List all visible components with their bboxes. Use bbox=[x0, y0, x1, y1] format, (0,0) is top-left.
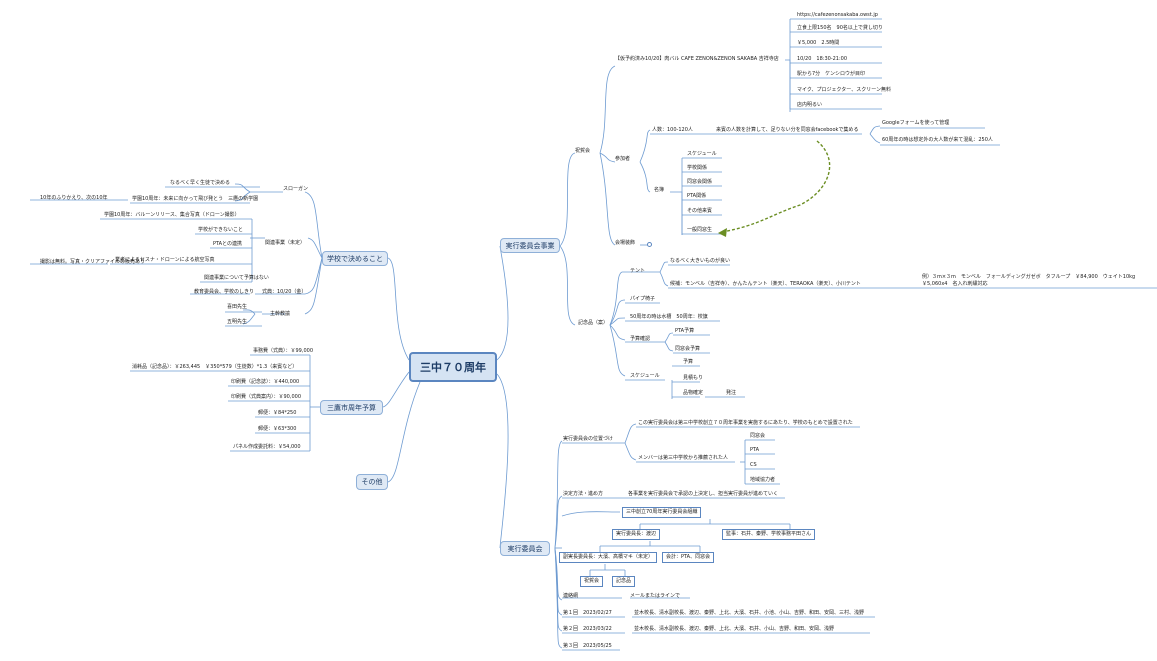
kinenhin-label[interactable]: 記念品（案） bbox=[578, 320, 609, 326]
venue-detail: 店内明るい bbox=[797, 102, 823, 108]
sankasha-label[interactable]: 参加者 bbox=[615, 156, 631, 162]
kanren-item: 関連事業について予算はない bbox=[204, 275, 269, 281]
shusai-item: 喜田先生 bbox=[227, 304, 248, 310]
yosan-item: PTA予算 bbox=[675, 328, 695, 334]
org-account[interactable]: 会計：PTA、同窓会 bbox=[662, 552, 715, 563]
budget-item: 郵便：￥84*250 bbox=[258, 410, 297, 416]
history-label[interactable]: 50周年の時は水槽 50周年：校旗 bbox=[630, 314, 708, 320]
org-vice[interactable]: 副実長委員長：大濱、高橋マキ（未定） bbox=[559, 552, 658, 563]
schedule-item: 品物確定 bbox=[683, 390, 704, 396]
member-item: 地域協力者 bbox=[750, 477, 776, 483]
kanren-sub: 撮影は無料。写真・クリアファイルの販売あり bbox=[40, 259, 146, 265]
shusai-label[interactable]: 主幹教諭 bbox=[270, 311, 291, 317]
ninzu-label[interactable]: 人数：100-120人 bbox=[652, 127, 693, 133]
kettei-label[interactable]: 決定方法・進め方 bbox=[563, 491, 604, 497]
shukugakai-label[interactable]: 祝賀会 bbox=[575, 148, 591, 154]
meeting-attendees: 並木校長、清水副校長、渡辺、秦野、上北、大濱、石井、小山、吉野、和田、安岡、浅野 bbox=[634, 626, 835, 632]
schedule-label[interactable]: スケジュール bbox=[630, 373, 660, 379]
meeting-label[interactable]: 第３回 2023/05/25 bbox=[563, 643, 612, 649]
ninzu-sub: 60周年の時は想定外の大人数が来て混乱：250人 bbox=[882, 137, 993, 143]
branch-jikkou-iinkai[interactable]: 実行委員会 bbox=[500, 541, 550, 556]
kanren-item: 業者によるセスナ・ドローンによる航空写真 bbox=[115, 257, 215, 263]
expand-icon[interactable] bbox=[647, 242, 652, 247]
yosan-item: 同窓会予算 bbox=[675, 346, 701, 352]
budget-item: 印刷費（式典案内）：￥90,000 bbox=[231, 394, 301, 400]
shusai-item: 五明先生 bbox=[227, 319, 248, 325]
branch-jikkou-jigyou[interactable]: 実行委員会事業 bbox=[500, 238, 560, 253]
kanren-item: 学校ができないこと bbox=[198, 227, 244, 233]
meibo-item: PTA関係 bbox=[687, 193, 707, 199]
shiki-note: 教育委員会、学校のしきり bbox=[194, 289, 255, 295]
hacchu-label: 発注 bbox=[726, 390, 737, 396]
venue-detail: 10/20 18:30-21:00 bbox=[797, 56, 848, 62]
venue-detail: 駅から7分 ケンシロウが目印 bbox=[797, 71, 866, 77]
org-chair[interactable]: 実行委員長：渡辺 bbox=[612, 529, 661, 540]
venue-detail: ￥5,000 2.5時間 bbox=[797, 40, 840, 46]
shiki-label[interactable]: 式典：10/20（金） bbox=[262, 289, 307, 295]
meeting-attendees: 並木校長、清水副校長、渡辺、秦野、上北、大濱、石井、小池、小山、吉野、和田、安岡… bbox=[634, 610, 865, 616]
meibo-item: 学校関係 bbox=[687, 165, 708, 171]
slogan-label[interactable]: スローガン bbox=[283, 186, 309, 192]
tent-detail: 例）３m×３m モンベル フォールディングガゼボ タフループ ￥84,900 ウ… bbox=[922, 274, 1141, 287]
budget-item: 事務費（式典）：￥99,000 bbox=[253, 348, 313, 354]
meibo-item: 一般同窓生 bbox=[687, 227, 713, 233]
meibo-label[interactable]: 名簿 bbox=[654, 187, 665, 193]
budget-item: 消耗品（記念品）：￥263,445 ￥350*579（生徒数）*1.3（来賓など… bbox=[132, 364, 298, 370]
renraku-note: メールまたはラインで bbox=[630, 593, 681, 599]
root-topic[interactable]: 三中７０周年 bbox=[409, 352, 497, 382]
ninzu-note: 来賓の人数を計算して、足りない分を同窓会facebookで集める bbox=[716, 127, 859, 133]
meeting-label[interactable]: 第２回 2023/03/22 bbox=[563, 626, 612, 632]
member-item: CS bbox=[750, 462, 757, 468]
slogan-item: 学園10周年：未来に向かって飛び発とう 三鷹の新学園 bbox=[132, 196, 259, 202]
org-audit[interactable]: 監事：石井、秦野、学校事務平田さん bbox=[722, 529, 816, 540]
tent-note: なるべく大きいものが良い bbox=[670, 258, 731, 264]
meibo-item: その他来賓 bbox=[687, 208, 713, 214]
schedule-item: 見積もり bbox=[683, 375, 704, 381]
venue-detail: https://cafezenonsakaba.owst.jp bbox=[797, 12, 878, 18]
meibo-item: スケジュール bbox=[687, 151, 717, 157]
org-sub[interactable]: 祝賀会 bbox=[580, 576, 604, 587]
meeting-label[interactable]: 第１回 2023/02/27 bbox=[563, 610, 612, 616]
ichizuke-label[interactable]: 実行委員会の位置づけ bbox=[563, 436, 614, 442]
budget-item: 印刷費（記念誌）：￥440,000 bbox=[231, 379, 300, 385]
member-item: 同窓会 bbox=[750, 433, 766, 439]
member-label[interactable]: メンバーは第三中学校から推薦された人 bbox=[638, 455, 729, 461]
venue-detail: マイク、プロジェクター、スクリーン無料 bbox=[797, 87, 891, 93]
slogan-item: なるべく早く生徒で決める bbox=[170, 180, 231, 186]
venue-detail: 立食上限150名 90名以上で貸し切り bbox=[797, 25, 883, 31]
branch-sonota[interactable]: その他 bbox=[356, 474, 388, 490]
org-sub[interactable]: 記念品 bbox=[612, 576, 636, 587]
branch-yosan[interactable]: 三鷹市周年予算 bbox=[320, 400, 383, 415]
tent-note: 候補：モンベル（吉祥寺）、かんたんテント（楽天）、TERAOKA（楽天）、小川テ… bbox=[670, 281, 861, 287]
schedule-item: 予算 bbox=[683, 359, 694, 365]
budget-item: 郵便：￥63*300 bbox=[258, 426, 297, 432]
org-top[interactable]: 三中創立70周年実行委員会組織 bbox=[622, 507, 702, 518]
venue-label[interactable]: 【仮予約済み10/20】肉バル CAFE ZENON&ZENON SAKABA … bbox=[615, 56, 779, 62]
renraku-label[interactable]: 連絡網 bbox=[563, 593, 579, 599]
slogan-sub: 10年のふりかえり、次の10年 bbox=[40, 195, 108, 201]
branch-gakkou[interactable]: 学校で決めること bbox=[322, 251, 388, 266]
tent-label[interactable]: テント bbox=[630, 268, 646, 274]
kettei-note: 各事業を実行委員会で承認の上決定し、担当実行委員が進めていく bbox=[628, 491, 779, 497]
meibo-item: 同窓会関係 bbox=[687, 179, 713, 185]
budget-item: パネル作成委託料：￥54,000 bbox=[233, 444, 301, 450]
member-item: PTA bbox=[750, 447, 760, 453]
ninzu-sub: Googleフォームを使って管理 bbox=[882, 120, 950, 126]
kaijo-label[interactable]: 会場装飾 bbox=[615, 240, 636, 246]
pipe-label[interactable]: パイプ椅子 bbox=[630, 296, 656, 302]
kanren-item: PTAとの連携 bbox=[213, 241, 243, 247]
yosan-label[interactable]: 予算確認 bbox=[630, 336, 651, 342]
kanren-label[interactable]: 関連事業（未定） bbox=[265, 240, 306, 246]
ichizuke-note: この実行委員会は第三中学校創立７０周年事業を実施するにあたり、学校のもとめで設置… bbox=[638, 420, 853, 426]
kanren-item: 学園10周年：バルーンリリース、集合写真（ドローン撮影） bbox=[104, 212, 240, 218]
